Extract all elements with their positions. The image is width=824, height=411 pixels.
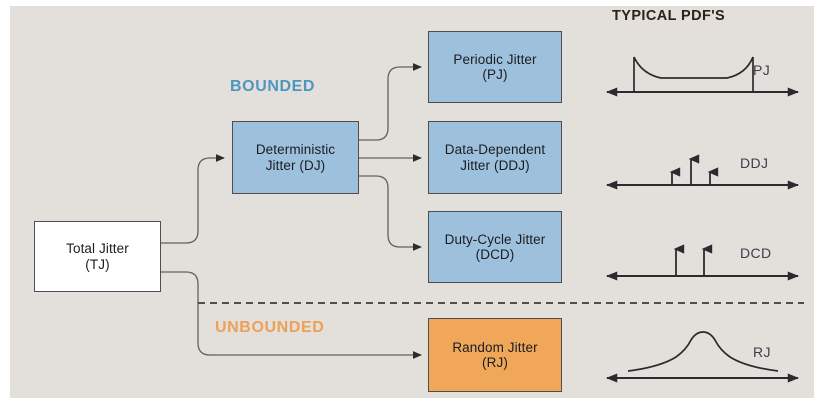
node-data-dependent-jitter[interactable]: Data-Dependent Jitter (DDJ) xyxy=(428,121,562,194)
node-deterministic-jitter-line1: Deterministic xyxy=(255,142,336,158)
node-total-jitter-line1: Total Jitter xyxy=(66,241,129,257)
node-duty-cycle-jitter[interactable]: Duty-Cycle Jitter (DCD) xyxy=(428,211,562,283)
node-data-dependent-jitter-line2: Jitter (DDJ) xyxy=(460,157,530,173)
node-random-jitter[interactable]: Random Jitter (RJ) xyxy=(428,318,562,392)
node-duty-cycle-jitter-line2: (DCD) xyxy=(475,247,515,262)
diagram-canvas xyxy=(10,6,814,398)
pdf-column-heading: TYPICAL PDF'S xyxy=(612,8,726,24)
pdf-tag-rj: RJ xyxy=(753,344,771,360)
pdf-tag-ddj: DDJ xyxy=(740,155,769,171)
group-label-bounded: BOUNDED xyxy=(230,78,316,95)
node-total-jitter[interactable]: Total Jitter (TJ) xyxy=(34,221,161,292)
node-deterministic-jitter-line2: Jitter (DJ) xyxy=(265,157,326,173)
node-random-jitter-line1: Random Jitter xyxy=(452,339,538,355)
pdf-tag-pj: PJ xyxy=(753,62,771,78)
pdf-tag-dcd: DCD xyxy=(740,245,772,261)
group-label-unbounded: UNBOUNDED xyxy=(215,319,325,336)
node-periodic-jitter[interactable]: Periodic Jitter (PJ) xyxy=(428,31,562,103)
node-deterministic-jitter[interactable]: Deterministic Jitter (DJ) xyxy=(232,121,359,194)
node-periodic-jitter-line1: Periodic Jitter xyxy=(453,51,537,67)
node-duty-cycle-jitter-line1: Duty-Cycle Jitter xyxy=(444,231,546,247)
node-data-dependent-jitter-line1: Data-Dependent xyxy=(444,142,546,158)
node-periodic-jitter-line2: (PJ) xyxy=(482,67,508,82)
node-total-jitter-line2: (TJ) xyxy=(85,256,110,272)
node-random-jitter-line2: (RJ) xyxy=(482,355,508,370)
